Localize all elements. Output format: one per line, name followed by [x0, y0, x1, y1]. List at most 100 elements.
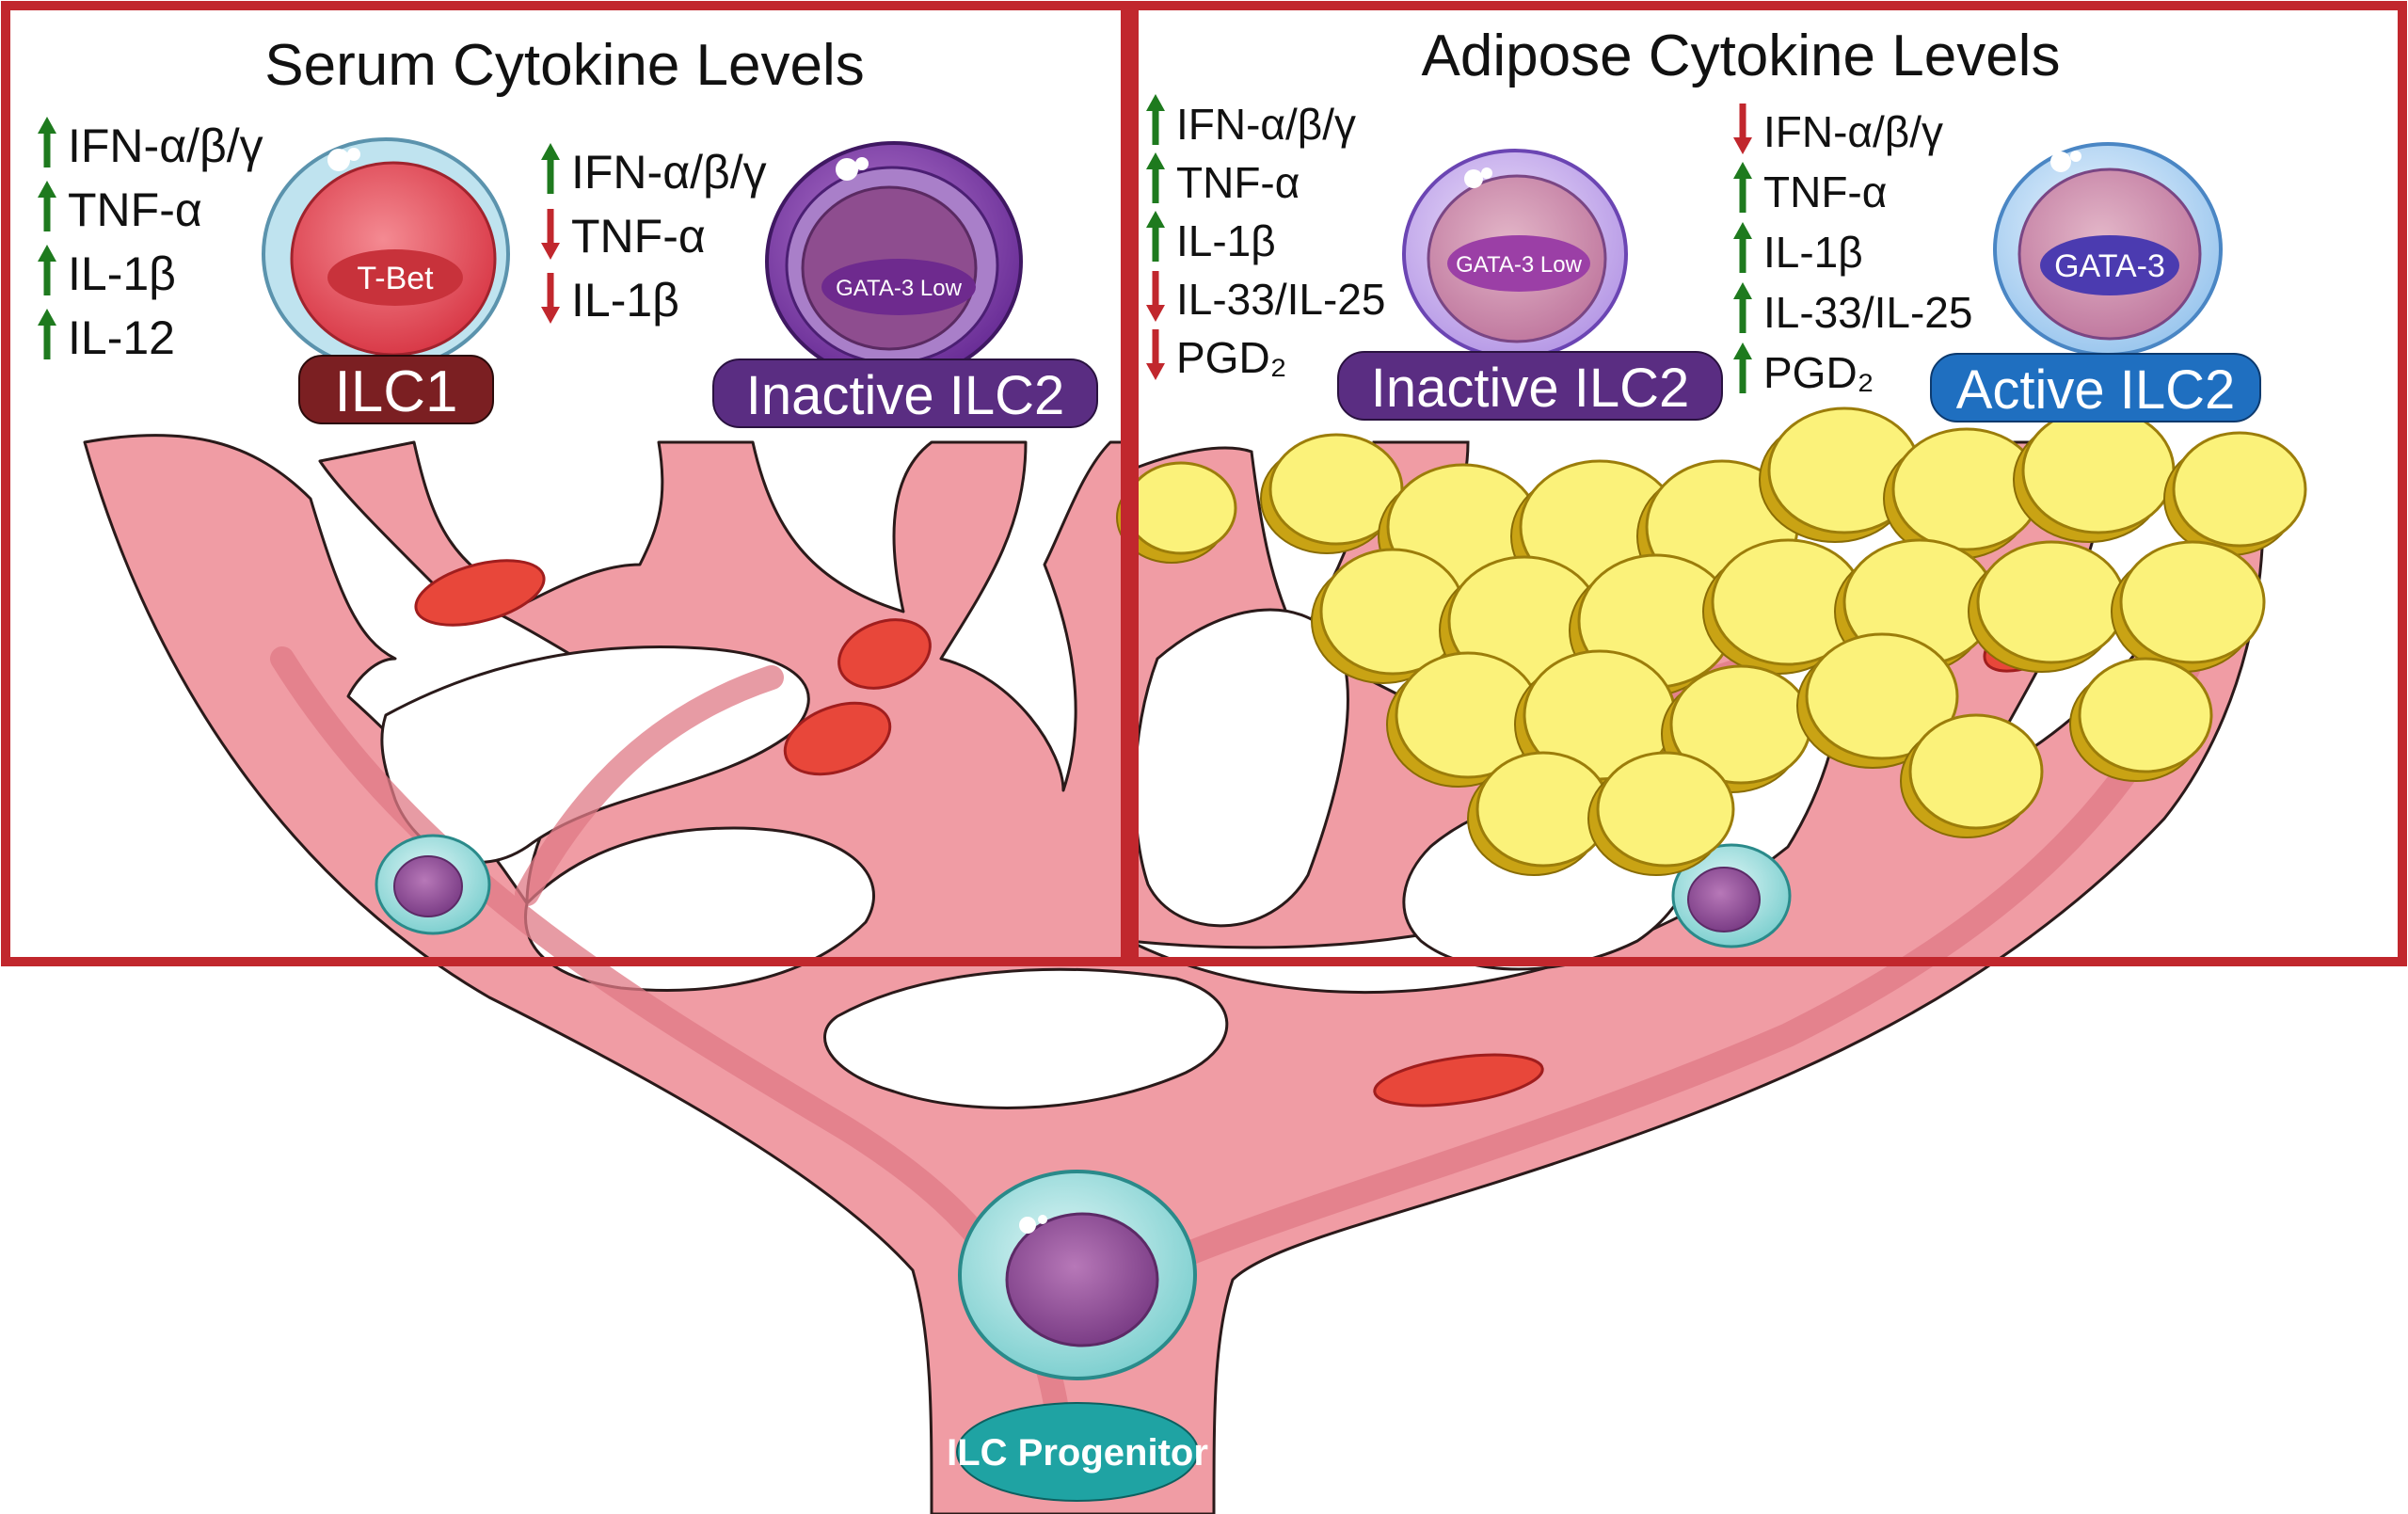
ilc1-marker-text: T-Bet: [357, 261, 434, 296]
cytokine-row: IFN-α/β/γ: [1733, 104, 1943, 156]
adipocyte: [1900, 713, 2044, 838]
cytokine-label: IL-12: [68, 311, 175, 364]
ilc1-marker-pill: [327, 249, 463, 306]
cytokine-label: TNF-α: [68, 183, 202, 236]
cytokine-label: TNF-α: [571, 210, 706, 263]
cytokine-row: TNF-α: [1733, 162, 1887, 216]
up-arrow-icon: [1733, 343, 1752, 393]
adipose-active-ilc2-cell: GATA-3: [1993, 142, 2223, 357]
cytokine-label: IL-1β: [1176, 216, 1276, 265]
cytokine-label: PGD₂: [1763, 348, 1874, 397]
serum-inactive-ilc2-badge: Inactive ILC2: [712, 359, 1098, 428]
adipocyte: [1702, 538, 1865, 675]
cytokine-label: IFN-α/β/γ: [1763, 107, 1943, 156]
adipocyte: [1796, 632, 1959, 769]
ilc1-badge-label: ILC1: [335, 359, 458, 424]
cytokine-row: IFN-α/β/γ: [38, 117, 263, 172]
adipocyte: [1587, 751, 1735, 876]
cytokine-row: IFN-α/β/γ: [541, 143, 767, 199]
cytokine-label: IFN-α/β/γ: [571, 146, 767, 199]
cytokine-row: PGD₂: [1146, 329, 1287, 382]
progenitor-badge: ILC Progenitor: [947, 1402, 1208, 1502]
up-arrow-icon: [38, 245, 56, 295]
cytokine-row: IL-1β: [38, 245, 176, 300]
cytokine-label: IL-1β: [571, 274, 679, 327]
adipocyte: [1759, 406, 1922, 543]
adipose-panel-title: Adipose Cytokine Levels: [1422, 24, 2061, 88]
up-arrow-icon: [1733, 282, 1752, 333]
down-arrow-icon: [541, 273, 560, 324]
adipocyte: [2013, 406, 2176, 543]
cytokine-label: IL-1β: [68, 247, 176, 300]
adipose-active-marker-pill: [2040, 235, 2179, 295]
adipocyte: [1883, 427, 2042, 560]
progenitor-label: ILC Progenitor: [947, 1432, 1208, 1474]
cytokine-label: IL-33/IL-25: [1176, 275, 1385, 324]
adipocyte: [1260, 433, 1404, 554]
down-arrow-icon: [1146, 329, 1165, 380]
up-arrow-icon: [1733, 222, 1752, 273]
up-arrow-icon: [1146, 211, 1165, 262]
cytokine-label: IFN-α/β/γ: [1176, 100, 1356, 149]
cytokine-label: IL-1β: [1763, 228, 1863, 277]
adipocyte: [1467, 751, 1611, 876]
adipose-panel-frame: [1129, 1, 2407, 966]
cytokine-row: IL-1β: [1146, 211, 1276, 265]
adipocyte-cluster: [1116, 406, 2307, 876]
adipocyte: [1116, 461, 1237, 564]
up-arrow-icon: [38, 117, 56, 167]
adipocyte: [1386, 651, 1541, 788]
serum-panel-frame: [1, 1, 1130, 966]
down-arrow-icon: [541, 209, 560, 260]
cytokine-label: PGD₂: [1176, 333, 1287, 382]
down-arrow-icon: [1146, 271, 1165, 322]
adipose-inactive-marker-pill: [1447, 235, 1590, 292]
down-arrow-icon: [1733, 104, 1752, 154]
cytokine-row: IL-33/IL-25: [1146, 271, 1385, 324]
cytokine-row: IL-1β: [541, 273, 679, 327]
vessel-cell-left: [375, 834, 491, 935]
cytokine-row: IL-12: [38, 309, 175, 364]
ilc1-badge: ILC1: [298, 355, 494, 424]
vessel-cell-right: [1671, 843, 1792, 948]
serum-inactive-ilc2-label: Inactive ILC2: [746, 365, 1065, 426]
up-arrow-icon: [541, 143, 560, 194]
ilc1-cell: T-Bet: [262, 137, 510, 371]
adipose-inactive-ilc2-cell: GATA-3 Low: [1402, 149, 1628, 359]
up-arrow-icon: [1146, 152, 1165, 203]
adipocyte: [2163, 431, 2307, 556]
cytokine-row: IL-33/IL-25: [1733, 282, 1972, 337]
adipocyte: [1311, 548, 1466, 684]
adipose-inactive-marker-text: GATA-3 Low: [1456, 252, 1582, 278]
up-arrow-icon: [38, 181, 56, 231]
up-arrow-icon: [1146, 94, 1165, 145]
adipose-active-ilc2-label: Active ILC2: [1956, 359, 2236, 421]
adipose-inactive-ilc2-badge: Inactive ILC2: [1337, 351, 1723, 421]
progenitor-cell: [958, 1170, 1197, 1380]
cytokine-row: TNF-α: [1146, 152, 1300, 207]
cytokine-row: PGD₂: [1733, 343, 1874, 397]
serum-panel-title: Serum Cytokine Levels: [264, 33, 865, 98]
cytokine-row: IL-1β: [1733, 222, 1863, 277]
serum-inactive-ilc2-cell: GATA-3 Low: [765, 141, 1023, 382]
red-blood-cells: [414, 559, 2082, 1108]
adipose-inactive-ilc2-label: Inactive ILC2: [1371, 358, 1690, 419]
cytokine-row: TNF-α: [541, 209, 706, 263]
vessel-immune-cells: [375, 834, 1792, 1380]
adipose-active-ilc2-badge: Active ILC2: [1930, 353, 2261, 422]
serum-ilc2-marker-pill: [821, 259, 976, 315]
cytokine-label: IL-33/IL-25: [1763, 288, 1972, 337]
cytokine-row: TNF-α: [38, 181, 202, 236]
adipocyte: [2069, 657, 2213, 782]
adipocyte: [1968, 540, 2127, 673]
cytokine-label: TNF-α: [1176, 158, 1300, 207]
cytokine-label: TNF-α: [1763, 167, 1887, 216]
up-arrow-icon: [38, 309, 56, 359]
serum-ilc2-marker-text: GATA-3 Low: [836, 276, 962, 301]
adipose-active-marker-text: GATA-3: [2054, 248, 2165, 284]
